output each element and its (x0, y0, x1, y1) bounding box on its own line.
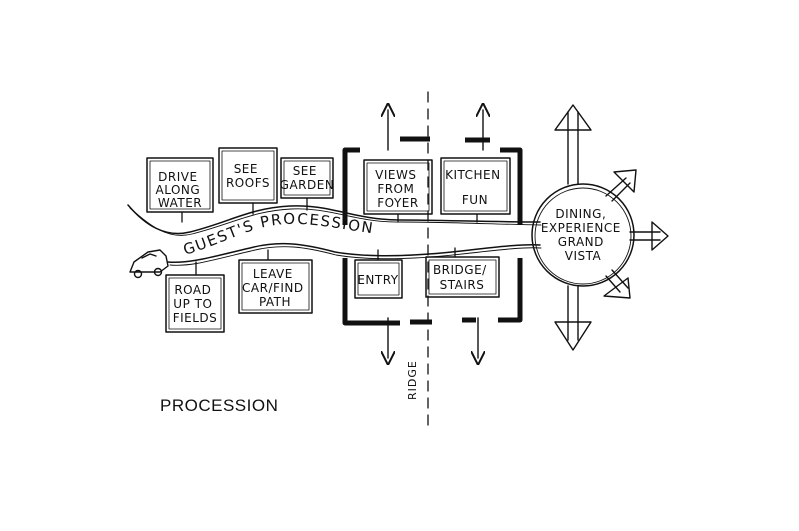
box-views-from-foyer (363, 159, 433, 215)
ridge-label: RIDGE (406, 360, 419, 400)
label-see-roofs: SEE ROOFS (226, 162, 270, 190)
dining-circle (531, 183, 635, 287)
label-entry: ENTRY (357, 273, 398, 287)
box-drive-along-water (146, 157, 214, 213)
vista-arrows (554, 104, 669, 351)
box-kitchen-fun (440, 157, 511, 215)
connectors (181, 197, 478, 276)
label-dining: DINING, EXPERIENCE GRAND VISTA (541, 207, 625, 263)
label-views-from-foyer: VIEWS FROM FOYER (375, 168, 421, 210)
box-entry (354, 259, 403, 299)
box-see-garden (280, 157, 334, 199)
view-arrows (388, 110, 483, 358)
box-bridge-stairs (425, 256, 500, 298)
box-labels: DRIVE ALONG WATER SEE ROOFS SEE GARDEN V… (155, 162, 625, 325)
diagram-caption: PROCESSION (160, 396, 279, 415)
label-see-garden: SEE GARDEN (280, 164, 335, 192)
label-leave-car-find-path: LEAVE CAR/FIND PATH (242, 267, 308, 309)
label-road-up-to-fields: ROAD UP TO FIELDS (173, 283, 218, 325)
procession-path (127, 204, 542, 266)
label-kitchen-fun: KITCHEN FUN (445, 168, 505, 207)
box-road-up-to-fields (165, 274, 225, 333)
procession-path-label: GUEST'S PROCESSION (181, 210, 375, 259)
box-leave-car-find-path (238, 259, 313, 314)
label-bridge-stairs: BRIDGE/ STAIRS (433, 263, 491, 292)
car-icon (129, 249, 169, 279)
box-see-roofs (218, 147, 278, 204)
label-drive-along-water: DRIVE ALONG WATER (155, 170, 204, 210)
building-walls (342, 136, 523, 326)
